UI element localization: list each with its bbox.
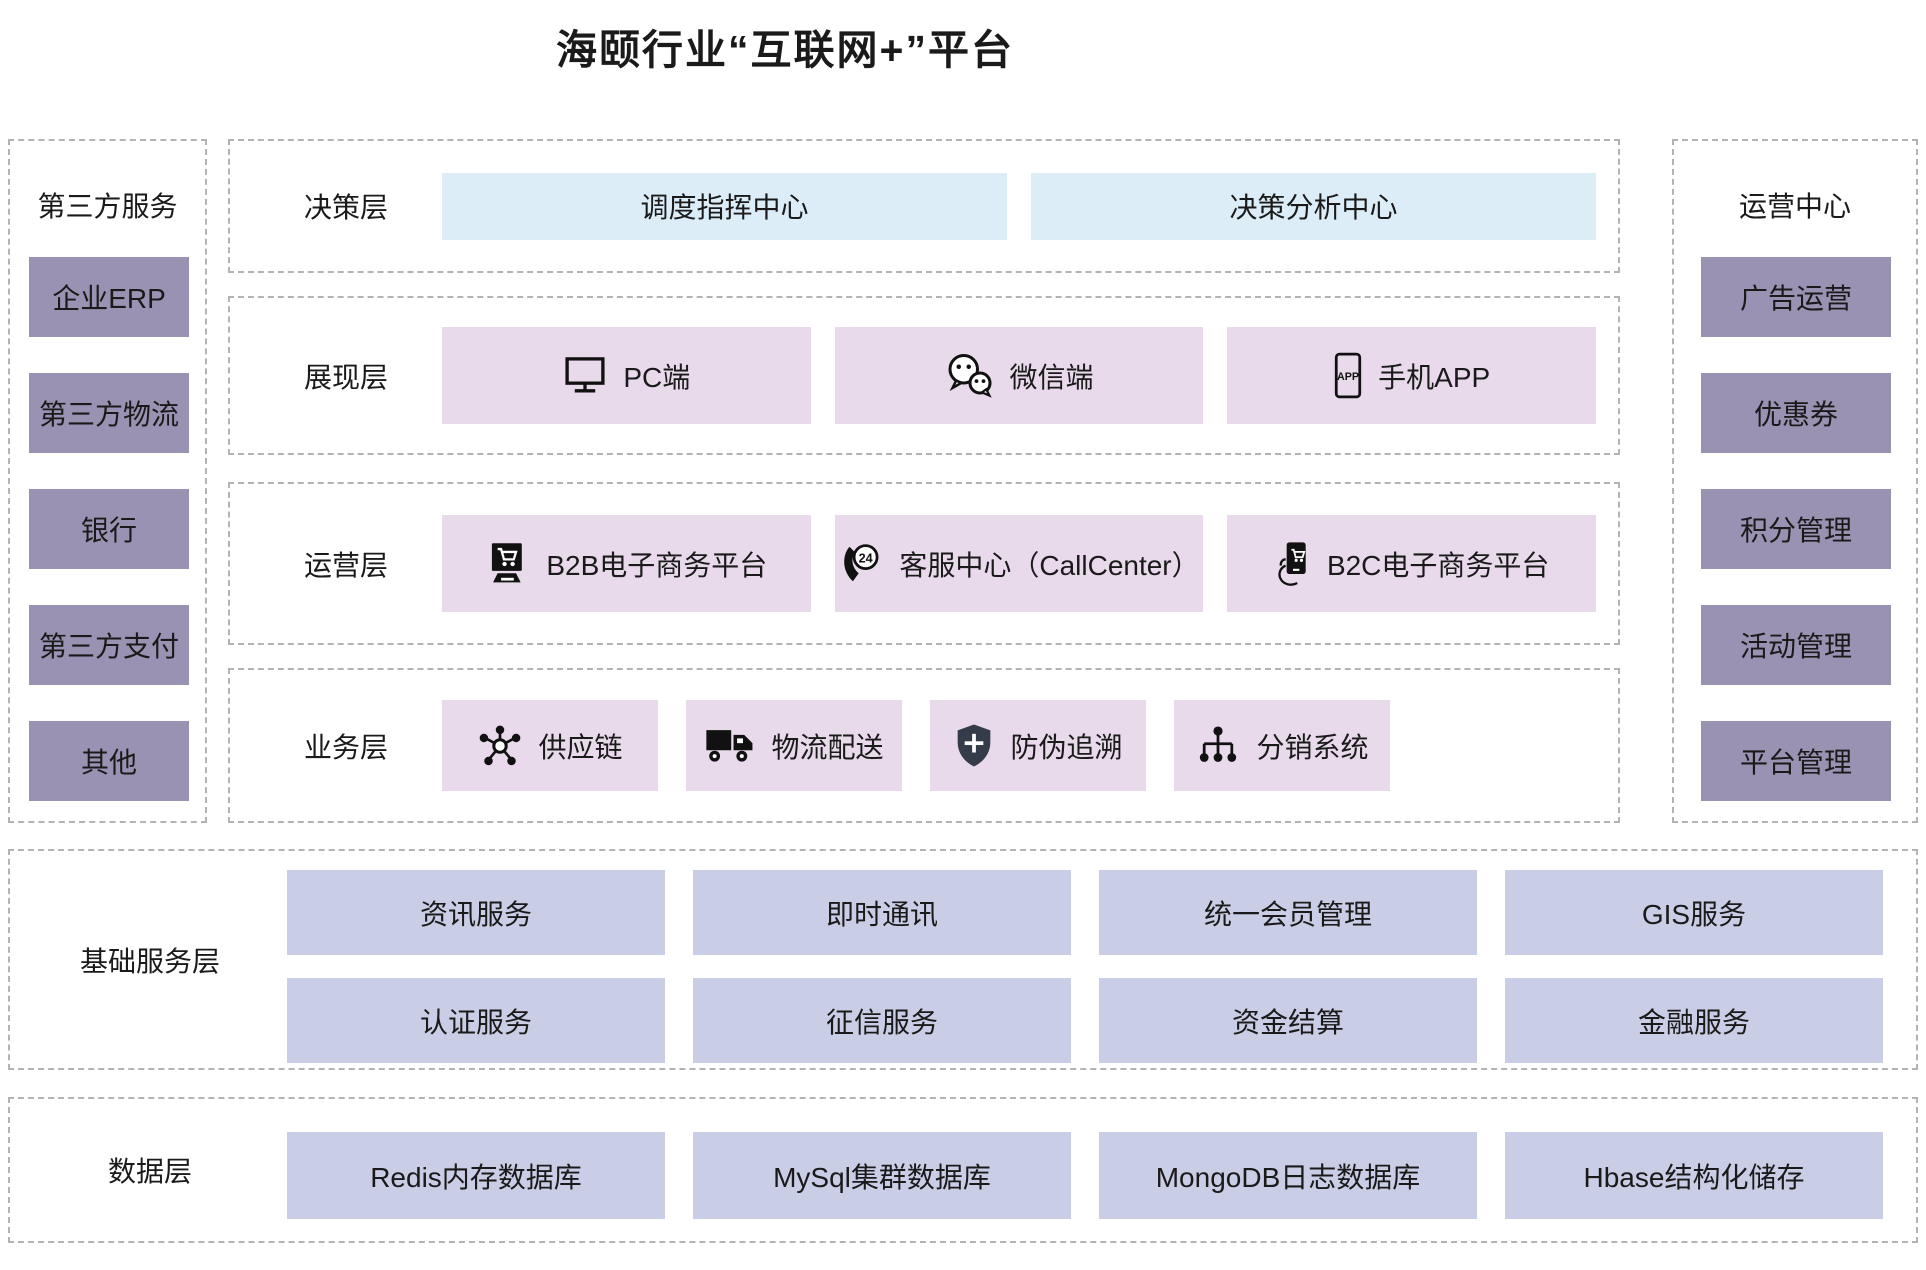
base-services-label: 基础服务层 bbox=[79, 945, 220, 977]
pc-monitor-icon bbox=[565, 357, 605, 393]
delivery-truck-icon bbox=[706, 730, 753, 762]
operation-center-panel: 运营中心 广告运营 优惠券 积分管理 活动管理 平台管理 bbox=[1672, 139, 1918, 823]
b2c-commerce-icon bbox=[1278, 542, 1306, 586]
service-box-im: 即时通讯 bbox=[693, 870, 1071, 955]
node-text: PC端 bbox=[623, 361, 691, 393]
operation-item-points: 积分管理 bbox=[1701, 489, 1891, 569]
svg-text:24: 24 bbox=[859, 551, 873, 565]
node-text: 供应链 bbox=[538, 731, 623, 763]
data-layer-label: 数据层 bbox=[107, 1156, 192, 1187]
node-text: 分销系统 bbox=[1256, 731, 1369, 763]
node-text: 客服中心（CallCenter） bbox=[899, 549, 1200, 581]
node-text: B2B电子商务平台 bbox=[546, 549, 768, 581]
database-box-hbase: Hbase结构化储存 bbox=[1505, 1132, 1883, 1219]
business-node-logistics: 物流配送 bbox=[686, 700, 902, 791]
svg-text:APP: APP bbox=[1337, 371, 1359, 383]
third-party-item-logistics: 第三方物流 bbox=[29, 373, 189, 453]
layer-label-operation: 运营层 bbox=[303, 549, 388, 581]
node-text: 调度指挥中心 bbox=[640, 192, 809, 223]
third-party-item-payment: 第三方支付 bbox=[29, 605, 189, 685]
service-box-settlement: 资金结算 bbox=[1099, 978, 1477, 1063]
node-text: 物流配送 bbox=[771, 731, 884, 763]
decision-node-dispatch-center: 调度指挥中心 bbox=[442, 172, 1007, 240]
page-title: 海颐行业“互联网+”平台 bbox=[556, 27, 1014, 73]
layer-label-business: 业务层 bbox=[303, 731, 388, 763]
layer-row-presentation: 展现层 PC端 bbox=[228, 296, 1620, 455]
node-text: 防伪追溯 bbox=[1010, 731, 1123, 763]
mobile-app-icon: APP bbox=[1335, 352, 1362, 399]
platform-node-b2c: B2C电子商务平台 bbox=[1227, 515, 1597, 612]
business-node-supply-chain: 供应链 bbox=[442, 700, 658, 791]
platform-node-b2b: B2B电子商务平台 bbox=[442, 515, 811, 612]
layer-row-decision: 决策层 调度指挥中心 决策分析中心 bbox=[228, 139, 1620, 273]
layer-label-decision: 决策层 bbox=[303, 192, 388, 223]
service-box-auth: 认证服务 bbox=[287, 978, 665, 1063]
business-node-distribution: 分销系统 bbox=[1174, 700, 1390, 791]
node-text: 微信端 bbox=[1009, 361, 1094, 393]
service-box-credit: 征信服务 bbox=[693, 978, 1071, 1063]
wechat-icon bbox=[948, 354, 992, 398]
service-box-member: 统一会员管理 bbox=[1099, 870, 1477, 955]
database-box-mongodb: MongoDB日志数据库 bbox=[1099, 1132, 1477, 1219]
call-center-24-icon: 24 bbox=[844, 543, 879, 581]
layer-row-business: 业务层 供应链 bbox=[228, 668, 1620, 823]
base-services-section: 基础服务层 资讯服务 即时通讯 统一会员管理 GIS服务 认证服务 征信服务 资… bbox=[8, 849, 1918, 1070]
operation-item-activity: 活动管理 bbox=[1701, 605, 1891, 685]
security-shield-icon bbox=[958, 724, 991, 767]
supply-chain-network-icon bbox=[480, 725, 521, 765]
node-text: 手机APP bbox=[1378, 361, 1491, 393]
database-box-redis: Redis内存数据库 bbox=[287, 1132, 665, 1219]
platform-node-callcenter: 24 客服中心（CallCenter） bbox=[834, 515, 1204, 612]
data-layer-section: 数据层 Redis内存数据库 MySql集群数据库 MongoDB日志数据库 H… bbox=[8, 1097, 1918, 1243]
service-box-gis: GIS服务 bbox=[1505, 870, 1883, 955]
business-node-anticounterfeit: 防伪追溯 bbox=[930, 700, 1146, 791]
database-box-mysql: MySql集群数据库 bbox=[693, 1132, 1071, 1219]
layer-row-operation: 运营层 B2B电子商务平台 24 客服中心（Ca bbox=[228, 482, 1620, 645]
third-party-item-erp: 企业ERP bbox=[29, 257, 189, 337]
layer-label-presentation: 展现层 bbox=[303, 361, 388, 393]
decision-node-analysis-center: 决策分析中心 bbox=[1031, 172, 1596, 240]
operation-item-ads: 广告运营 bbox=[1701, 257, 1891, 337]
b2b-commerce-icon bbox=[492, 542, 523, 582]
service-box-news: 资讯服务 bbox=[287, 870, 665, 955]
third-party-panel-header: 第三方服务 bbox=[37, 191, 178, 222]
third-party-item-bank: 银行 bbox=[29, 489, 189, 569]
node-text: B2C电子商务平台 bbox=[1326, 549, 1550, 581]
operation-panel-header: 运营中心 bbox=[1738, 191, 1851, 222]
channel-node-mobile-app: APP 手机APP bbox=[1227, 327, 1597, 424]
third-party-item-other: 其他 bbox=[29, 721, 189, 801]
operation-item-coupon: 优惠券 bbox=[1701, 373, 1891, 453]
third-party-services-panel: 第三方服务 企业ERP 第三方物流 银行 第三方支付 其他 bbox=[8, 139, 207, 823]
node-text: 决策分析中心 bbox=[1229, 192, 1398, 223]
distribution-tree-icon bbox=[1200, 725, 1237, 762]
channel-node-wechat: 微信端 bbox=[834, 327, 1204, 424]
channel-node-pc: PC端 bbox=[442, 327, 811, 424]
operation-item-platform: 平台管理 bbox=[1701, 721, 1891, 801]
service-box-finance: 金融服务 bbox=[1505, 978, 1883, 1063]
